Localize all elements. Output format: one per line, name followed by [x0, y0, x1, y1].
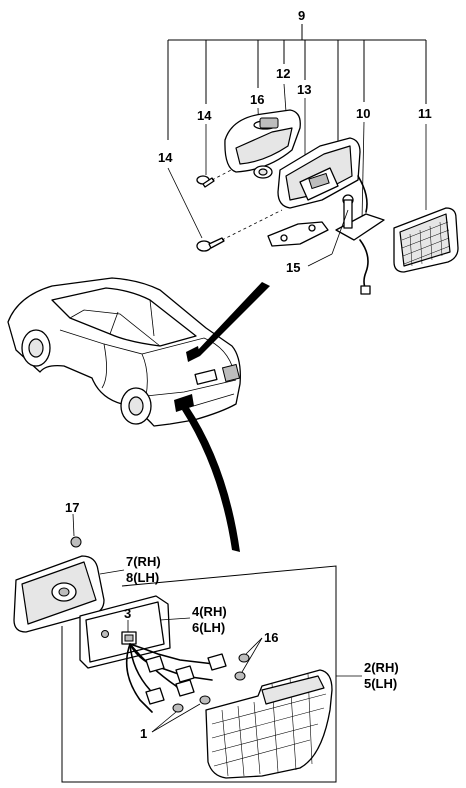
- callout-1: 1: [140, 726, 147, 741]
- callout-10: 10: [356, 106, 370, 121]
- callout-5: 5(LH): [364, 676, 397, 691]
- callout-11: 11: [418, 106, 432, 121]
- callout-17: 17: [65, 500, 79, 515]
- callout-9: 9: [298, 8, 305, 23]
- lamp-housing: [277, 137, 361, 209]
- pointer-to-stop-lamp: [196, 282, 270, 356]
- callout-15: 15: [286, 260, 300, 275]
- callout-2: 2(RH): [364, 660, 399, 675]
- callout-16-upper: 16: [250, 92, 264, 107]
- callout-14-lower: 14: [158, 150, 173, 165]
- high-mount-stop-lamp-assembly: [167, 24, 459, 295]
- callout-16-lower: 16: [264, 630, 278, 645]
- screw-upper: [196, 175, 215, 188]
- pointer-to-rear-lamp: [182, 406, 240, 552]
- lamp-bracket: [224, 109, 301, 173]
- callout-13: 13: [297, 82, 311, 97]
- callout-8: 8(LH): [126, 570, 159, 585]
- wiring-harness: [125, 643, 250, 713]
- protector-pad: [13, 555, 105, 633]
- lamp-lens: [393, 207, 459, 273]
- callout-3: 3: [124, 606, 131, 621]
- socket-connector: [121, 631, 137, 645]
- gasket: [267, 221, 329, 247]
- callout-6: 6(LH): [192, 620, 225, 635]
- callout-12: 12: [276, 66, 290, 81]
- screw-lower: [196, 237, 225, 252]
- rear-combination-lamp-assembly: [13, 513, 362, 783]
- car-illustration: [7, 277, 241, 427]
- callout-14-upper: 14: [197, 108, 212, 123]
- nut: [70, 536, 82, 548]
- socket-harness: [335, 175, 385, 295]
- callout-7: 7(RH): [126, 554, 161, 569]
- rear-lamp-lens: [205, 669, 333, 779]
- leader-lines-9: [167, 24, 427, 140]
- callout-4: 4(RH): [192, 604, 227, 619]
- bulb: [253, 165, 273, 179]
